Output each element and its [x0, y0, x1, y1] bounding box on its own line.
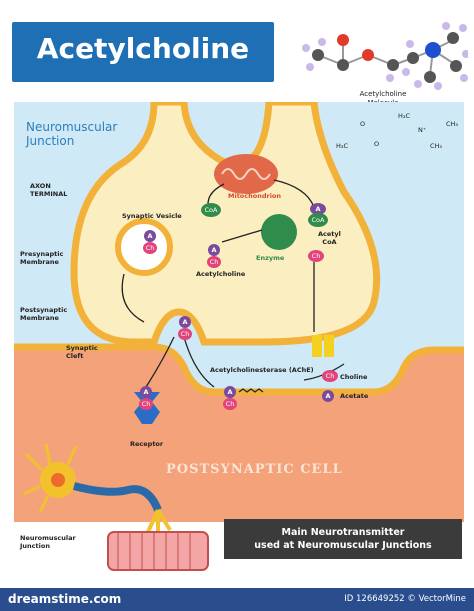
formula-h3c-left: H₃C — [336, 142, 349, 150]
postsynaptic-membrane — [14, 343, 464, 396]
axon-terminal-label: AXON TERMINAL — [30, 182, 67, 198]
muscle-fiber-icon — [107, 531, 209, 571]
acetylcholine-label: Acetylcholine — [196, 270, 246, 278]
nmj-heading-line2: Junction — [26, 134, 75, 148]
choline-molecule: Ch — [322, 370, 338, 382]
ach-molecule-receptor: A Ch — [136, 386, 156, 410]
choline-group: Ch — [143, 242, 157, 254]
choline-group: Ch — [139, 398, 153, 410]
footer-bar: dreamstime.com ID 126649252 © VectorMine — [0, 588, 474, 611]
acetyl-group: A — [208, 244, 220, 256]
axon-terminal-line2: TERMINAL — [30, 190, 68, 198]
atom-nitrogen — [425, 42, 441, 58]
neuromuscular-junction-diagram — [14, 102, 464, 522]
footer-id: ID 126649252 © VectorMine — [344, 594, 466, 604]
presynaptic-label: Presynaptic Membrane — [20, 250, 63, 266]
enzyme-label: Enzyme — [256, 254, 285, 262]
acetyl-coa-label: Acetyl CoA — [318, 230, 341, 246]
coa-right-icon: CoA — [308, 213, 328, 227]
formula-n-plus: N⁺ — [418, 126, 427, 134]
axon-icon — [72, 482, 162, 512]
acetate-label: Acetate — [340, 392, 369, 400]
acetyl-coa-line1: Acetyl — [318, 230, 341, 238]
acetyl-molecule: A — [310, 203, 326, 215]
choline-label: Choline — [340, 373, 368, 381]
caption-text: Main Neurotransmitter used at Neuromuscu… — [224, 526, 462, 552]
atom-carbon — [450, 60, 462, 72]
nmj-heading-line1: Neuromuscular — [26, 120, 118, 134]
atom-carbon — [424, 71, 436, 83]
page-title: Acetylcholine — [36, 32, 250, 65]
atom-carbon — [312, 49, 324, 61]
ache-label: Acetylcholinesterase (AChE) — [210, 366, 314, 374]
presynaptic-line1: Presynaptic — [20, 250, 64, 258]
postsynaptic-label: Postsynaptic Membrane — [20, 306, 67, 322]
acetyl-group: A — [144, 230, 156, 242]
ion-channel-icon — [312, 335, 322, 357]
mitochondrion-label: Mitochondrion — [228, 192, 282, 200]
acetyl-group: A — [179, 316, 191, 328]
acetate-molecule: A — [322, 390, 334, 402]
nmj-heading: Neuromuscular Junction — [26, 120, 117, 148]
presynaptic-line2: Membrane — [20, 258, 59, 266]
ach-molecule-new: A Ch — [204, 244, 224, 268]
caption-line2: used at Neuromuscular Junctions — [254, 540, 432, 551]
postsynaptic-line1: Postsynaptic — [20, 306, 68, 314]
formula-h3c-top: H₃C — [398, 112, 411, 120]
choline-group: Ch — [178, 328, 192, 340]
acetyl-group: A — [140, 386, 152, 398]
atom-carbon — [447, 32, 459, 44]
formula-ch3-right: CH₃ — [446, 120, 459, 128]
formula-o1: O — [360, 120, 366, 128]
enzyme-icon — [261, 214, 297, 250]
ach-molecule-release: A Ch — [175, 316, 195, 340]
caption-box: Main Neurotransmitter used at Neuromuscu… — [224, 519, 462, 559]
atom-oxygen — [362, 49, 374, 61]
nmj-small-line1: Neuromuscular — [20, 534, 76, 542]
title-banner: Acetylcholine — [12, 22, 274, 82]
acetyl-coa-line2: CoA — [322, 238, 337, 246]
synaptic-cleft-line2: Cleft — [66, 352, 84, 360]
postsynaptic-line2: Membrane — [20, 314, 59, 322]
nmj-small-label: Neuromuscular Junction — [20, 534, 76, 550]
footer-brand: dreamstime.com — [8, 592, 122, 606]
caption-line1: Main Neurotransmitter — [281, 527, 405, 538]
nmj-small-line2: Junction — [20, 542, 50, 550]
synaptic-vesicle-label: Synaptic Vesicle — [122, 212, 182, 220]
molecule-model-icon — [302, 22, 468, 90]
postsynaptic-cell-label: POSTSYNAPTIC CELL — [166, 462, 343, 477]
acetyl-group: A — [224, 386, 236, 398]
atom-carbon — [407, 52, 419, 64]
choline-group: Ch — [223, 398, 237, 410]
synaptic-cleft-label: Synaptic Cleft — [66, 344, 98, 360]
postsynaptic-cell — [14, 347, 464, 522]
coa-left-icon: CoA — [201, 203, 221, 217]
formula-ch3-bottom: CH₃ — [430, 142, 443, 150]
choline-molecule-reuptake: Ch — [308, 250, 324, 262]
synaptic-cleft-line1: Synaptic — [66, 344, 98, 352]
atom-carbon — [337, 59, 349, 71]
axon-terminal — [70, 102, 381, 346]
neuron-muscle-illustration — [23, 443, 209, 571]
receptor-label: Receptor — [130, 440, 164, 448]
molecule-label-line1: Acetylcholine — [359, 90, 407, 98]
choline-group: Ch — [207, 256, 221, 268]
ach-molecule-vesicle: A Ch — [140, 230, 160, 254]
axon-terminal-line1: AXON — [30, 182, 51, 190]
atom-carbon — [387, 59, 399, 71]
formula-o2: O — [374, 140, 380, 148]
atom-oxygen — [337, 34, 349, 46]
ach-molecule-ache: A Ch — [220, 386, 240, 410]
